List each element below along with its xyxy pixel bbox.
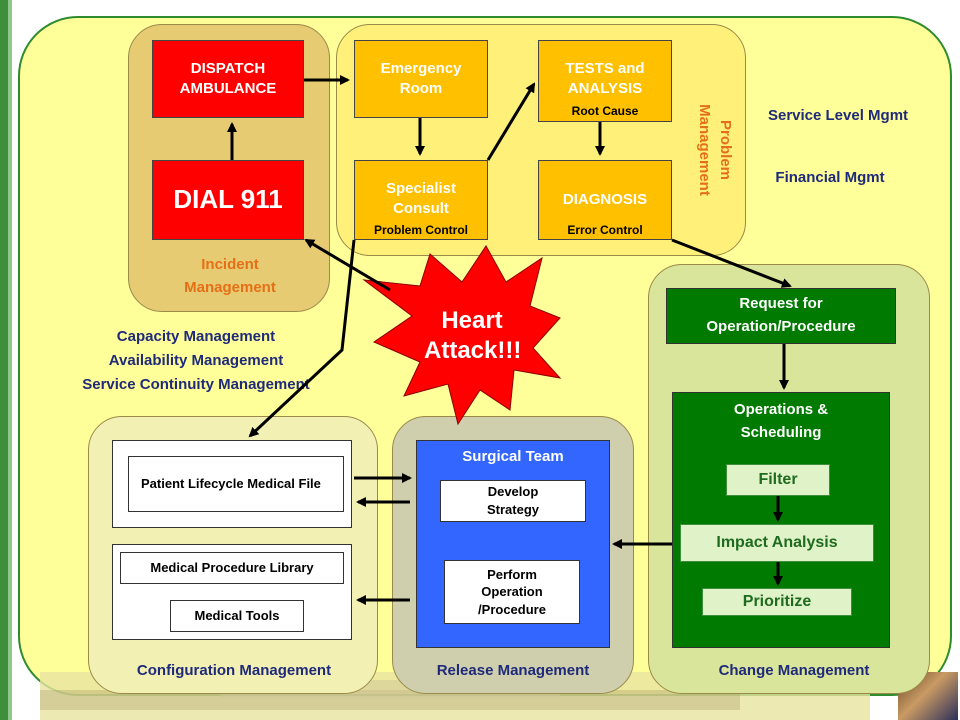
specialist-consult-box: Specialist Consult Problem Control	[354, 160, 488, 240]
prioritize-box: Prioritize	[702, 588, 852, 616]
availability-management-label: Availability Management	[108, 352, 284, 369]
specialist-consult-label: Specialist Consult	[385, 180, 457, 218]
medical-tools-label: Medical Tools	[194, 608, 280, 624]
emergency-room-box: Emergency Room	[354, 40, 488, 118]
surgical-team-label: Surgical Team	[462, 448, 564, 465]
patient-lifecycle-file-box: Patient Lifecycle Medical File	[128, 456, 344, 512]
dial-911-label: DIAL 911	[173, 184, 283, 215]
left-accent-bar	[0, 0, 8, 720]
left-accent-bar-light	[8, 0, 12, 720]
service-level-mgmt-label: Service Level Mgmt	[767, 107, 909, 124]
dispatch-ambulance-label: DISPATCH AMBULANCE	[179, 59, 277, 97]
incident-management-label: Incident Management	[184, 256, 276, 296]
diagnosis-label: DIAGNOSIS	[562, 190, 648, 208]
tests-analysis-label: TESTS and ANALYSIS	[565, 60, 645, 98]
configuration-management-label: Configuration Management	[136, 662, 332, 679]
diagnosis-box: DIAGNOSIS Error Control	[538, 160, 672, 240]
heart-attack-label: Heart Attack!!!	[424, 306, 522, 366]
filter-label: Filter	[758, 471, 798, 488]
request-operation-label: Request for Operation/Procedure	[706, 295, 856, 335]
dispatch-ambulance-box: DISPATCH AMBULANCE	[152, 40, 304, 118]
medical-procedure-library-label: Medical Procedure Library	[150, 560, 314, 576]
develop-strategy-box: Develop Strategy	[440, 480, 586, 522]
emergency-room-label: Emergency Room	[380, 59, 462, 97]
perform-operation-label: Perform Operation /Procedure	[478, 566, 546, 617]
medical-procedure-library-box: Medical Procedure Library	[120, 552, 344, 584]
change-management-label: Change Management	[718, 662, 870, 679]
tests-analysis-box: TESTS and ANALYSIS Root Cause	[538, 40, 672, 122]
arrow-specialist-to-tests	[486, 82, 536, 161]
error-control-label: Error Control	[567, 222, 643, 237]
request-operation-box: Request for Operation/Procedure	[666, 288, 896, 344]
root-cause-label: Root Cause	[571, 103, 639, 118]
dial-911-box: DIAL 911	[152, 160, 304, 240]
release-management-label: Release Management	[436, 662, 590, 679]
patient-lifecycle-file-label: Patient Lifecycle Medical File	[141, 476, 321, 492]
arrow-specialist-to-lifecycle	[248, 239, 356, 438]
impact-analysis-label: Impact Analysis	[716, 534, 838, 551]
capacity-management-label: Capacity Management	[116, 328, 276, 345]
filter-box: Filter	[726, 464, 830, 496]
operations-scheduling-label: Operations & Scheduling	[733, 401, 829, 441]
medical-tools-box: Medical Tools	[170, 600, 304, 632]
problem-control-label: Problem Control	[373, 222, 468, 237]
prioritize-label: Prioritize	[742, 593, 812, 610]
heart-attack-text: Heart Attack!!!	[424, 307, 522, 364]
footer-decoration-dark	[40, 690, 740, 710]
heart-attack-starburst	[362, 245, 562, 426]
impact-analysis-box: Impact Analysis	[680, 524, 874, 562]
arrow-heart-to-dial	[304, 238, 391, 292]
service-continuity-management-label: Service Continuity Management	[82, 376, 310, 393]
develop-strategy-label: Develop Strategy	[486, 484, 540, 517]
financial-mgmt-label: Financial Mgmt	[775, 169, 885, 186]
perform-operation-box: Perform Operation /Procedure	[444, 560, 580, 624]
arrow-diagnosis-to-request	[671, 238, 792, 288]
